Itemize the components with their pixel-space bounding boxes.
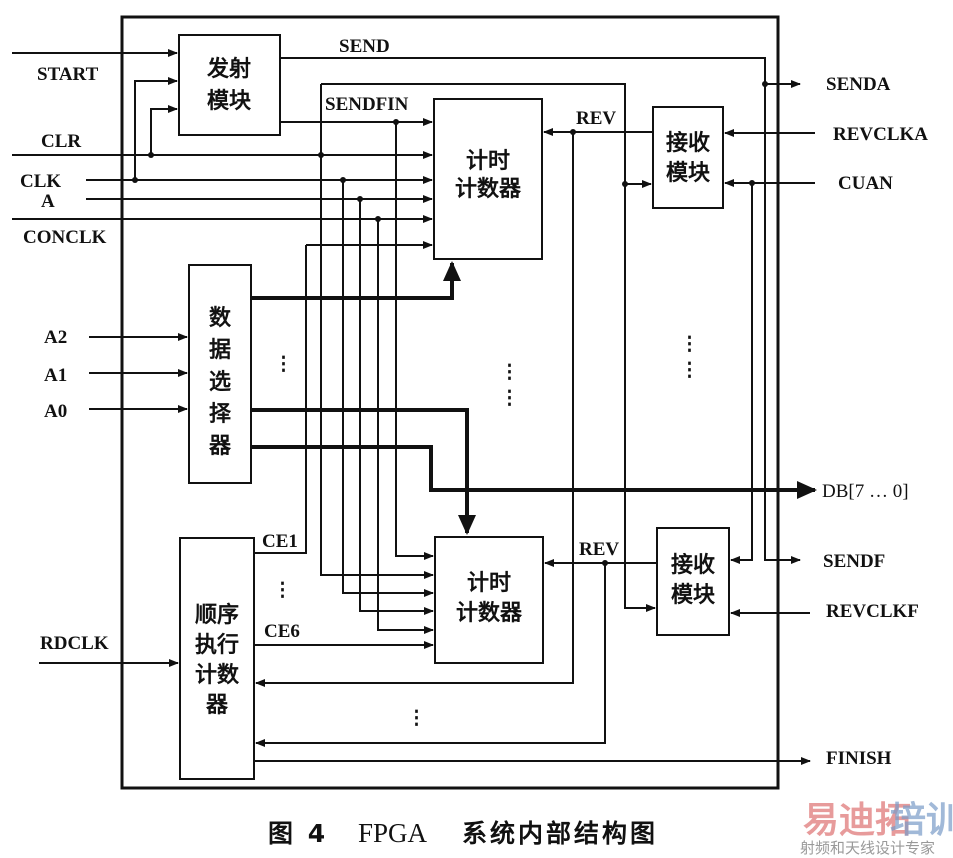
finish-label: FINISH — [826, 748, 892, 769]
db-label: DB[7 … 0] — [822, 481, 909, 502]
rev-bottom-to-sequencer — [255, 563, 606, 747]
ellipsis-right-2: ⋮ — [680, 360, 699, 381]
rev-bottom-label: REV — [579, 539, 619, 560]
receive-top-label-1: 接收 — [666, 130, 710, 156]
ellipsis-center-2: ⋮ — [500, 388, 519, 409]
ellipsis-right-1: ⋮ — [680, 334, 699, 355]
bus-a-to-timer-bottom — [359, 199, 434, 615]
mux-out-to-timer-top — [251, 261, 461, 300]
sendfin-label: SENDFIN — [325, 94, 409, 115]
timer-bottom-label-1: 计时 — [467, 571, 511, 596]
mux-label-2: 据 — [209, 338, 231, 363]
mux-label-3: 选 — [209, 370, 231, 395]
rev-top-label: REV — [576, 108, 616, 129]
clk-label: CLK — [20, 171, 61, 192]
cuan-to-receive-bottom — [730, 183, 753, 564]
revclkf-label: REVCLKF — [826, 601, 919, 622]
sequencer-label-3: 计数 — [195, 662, 240, 688]
watermark-text-1: 易迪拓 — [803, 800, 911, 841]
timer-top-label-2: 计数器 — [455, 176, 522, 202]
sequencer-counter-block — [179, 537, 255, 780]
clr-label: CLR — [41, 131, 81, 152]
receive-bottom-label-2: 模块 — [671, 583, 716, 608]
clr-bus-to-receive-bottom — [321, 83, 656, 612]
clr-to-transmit-wire — [150, 105, 178, 155]
a1-label: A1 — [44, 365, 67, 386]
sequencer-label-4: 器 — [205, 693, 229, 718]
senda-label: SENDA — [826, 74, 891, 95]
mux-label-4: 择 — [209, 401, 232, 427]
bus-sendfin-to-timer-bottom — [395, 122, 434, 560]
receive-module-bottom-block — [656, 527, 730, 636]
ellipsis-center-1: ⋮ — [500, 362, 519, 383]
transmit-module-block — [178, 34, 281, 136]
cuan-label: CUAN — [838, 173, 893, 194]
ellipsis-mux: ⋮ — [274, 354, 293, 375]
data-selector-block — [188, 264, 252, 484]
a2-label: A2 — [44, 327, 67, 348]
a-label: A — [41, 191, 55, 212]
timer-counter-top-block — [433, 98, 543, 260]
conclk-label: CONCLK — [23, 227, 107, 248]
timer-counter-bottom-block — [434, 536, 544, 664]
caption-fpga: FPGA — [358, 818, 428, 848]
sendf-label: SENDF — [823, 551, 885, 572]
receive-bottom-label-1: 接收 — [671, 552, 715, 578]
start-label: START — [37, 64, 99, 85]
mux-label-1: 数 — [209, 305, 232, 331]
rev-top-to-sequencer — [255, 132, 574, 687]
mux-label-5: 器 — [208, 434, 232, 459]
db-bus-wire — [251, 445, 817, 499]
a0-label: A0 — [44, 401, 67, 422]
watermark-text-2: 培训 — [890, 800, 953, 841]
ellipsis-rev: ⋮ — [407, 708, 426, 729]
bus-clr-to-timer-bottom — [320, 84, 434, 579]
bus-clk-to-timer-bottom — [342, 180, 434, 597]
transmit-module-label-2: 模块 — [207, 89, 252, 114]
caption-figure: 图 4 — [268, 819, 328, 848]
send-label: SEND — [339, 36, 390, 57]
timer-top-label-1: 计时 — [466, 149, 510, 174]
bus-conclk-to-timer-bottom — [377, 219, 434, 634]
send-to-sendf-wire — [280, 57, 801, 564]
rdclk-label: RDCLK — [40, 633, 109, 654]
ce6-label: CE6 — [264, 621, 300, 642]
sequencer-label-1: 顺序 — [195, 602, 239, 628]
receive-module-top-block — [652, 106, 724, 209]
revclka-label: REVCLKA — [833, 124, 928, 145]
caption-title: 系统内部结构图 — [462, 819, 658, 848]
watermark-text-3: 射频和天线设计专家 — [800, 839, 935, 857]
transmit-module-label-1: 发射 — [206, 56, 251, 82]
fpga-boundary — [120, 15, 780, 790]
ellipsis-ce: ⋮ — [273, 580, 292, 601]
sequencer-label-2: 执行 — [195, 632, 239, 658]
ce1-label: CE1 — [262, 531, 298, 552]
ce1-wire — [254, 245, 307, 554]
timer-bottom-label-2: 计数器 — [456, 600, 523, 626]
receive-top-label-2: 模块 — [666, 161, 711, 186]
clk-to-transmit-wire — [134, 77, 178, 180]
